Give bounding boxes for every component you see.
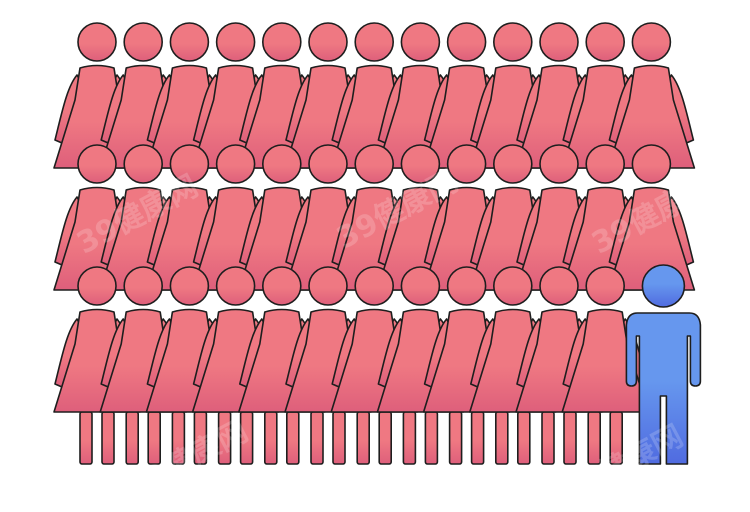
woman-figure-icon: [468, 144, 557, 291]
people-pictogram: [53, 22, 702, 465]
man-figure-icon: [625, 264, 702, 465]
pictogram-scene: 39健康网 39健康网 39健康网 39健康网 39健康网: [53, 22, 702, 465]
woman-figure-icon: [607, 22, 696, 169]
woman-figure-icon: [607, 144, 696, 291]
